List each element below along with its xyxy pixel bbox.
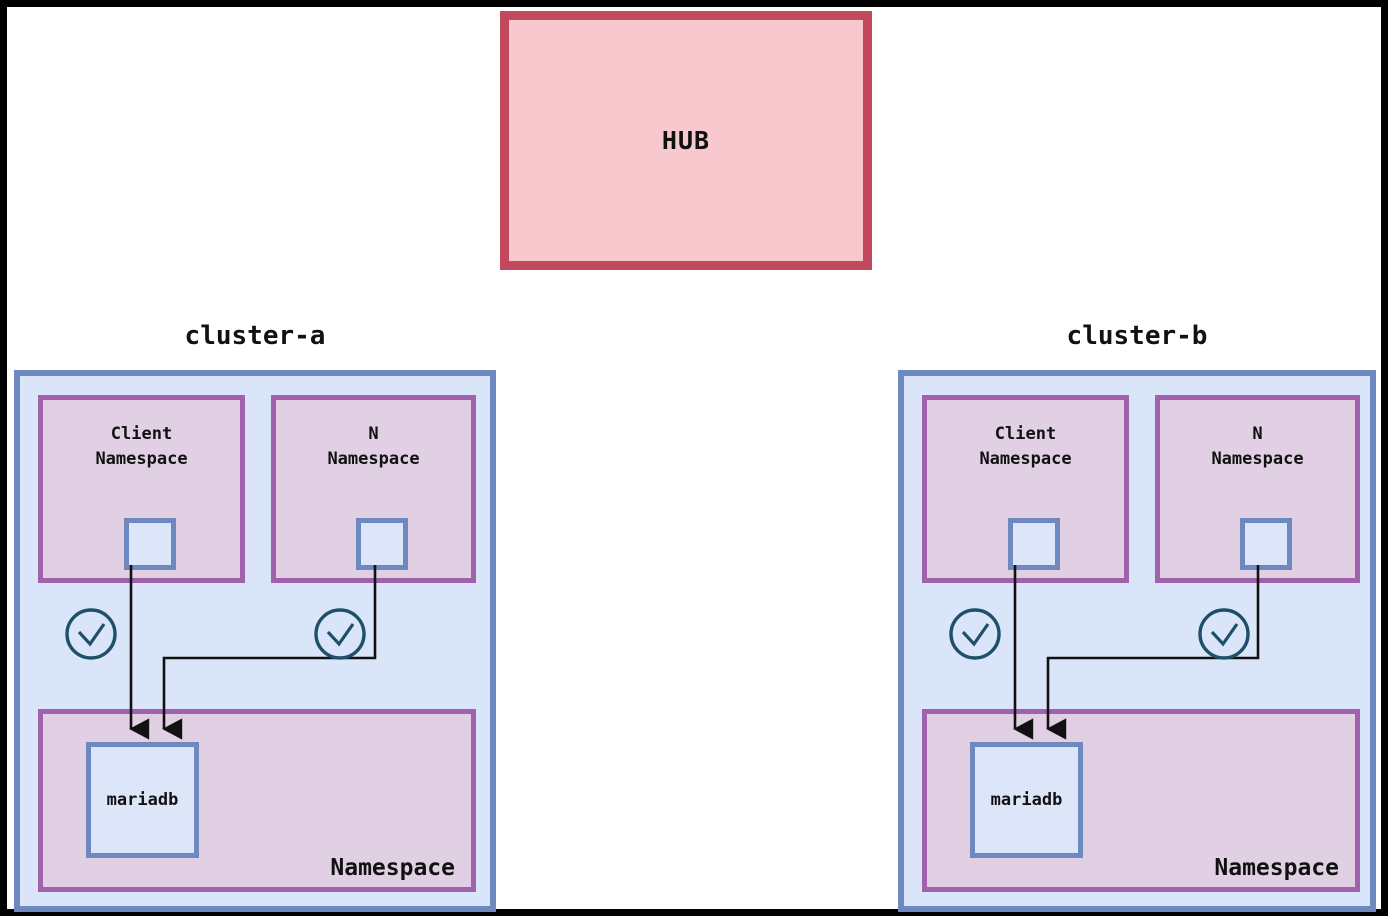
cluster-b-mariadb-pod[interactable]: mariadb [970, 742, 1083, 858]
cluster-b-namespace-bottom[interactable]: mariadb Namespace [922, 709, 1360, 892]
mariadb-label: mariadb [106, 790, 179, 810]
namespace-title: Client Namespace [979, 424, 1072, 469]
cluster-b-namespace-client[interactable]: Client Namespace [922, 395, 1129, 583]
pod-square-icon[interactable] [356, 518, 408, 570]
pod-square-icon[interactable] [1240, 518, 1292, 570]
cluster-a-namespace-client[interactable]: Client Namespace [38, 395, 245, 583]
namespace-title: Client Namespace [95, 424, 188, 469]
mariadb-label: mariadb [990, 790, 1063, 810]
namespace-label: Namespace [1214, 855, 1339, 881]
cluster-b-box[interactable]: Client Namespace N Namespace mariadb Nam… [898, 370, 1376, 912]
cluster-a-title: cluster-a [184, 321, 326, 351]
cluster-b-namespace-n[interactable]: N Namespace [1155, 395, 1360, 583]
pod-square-icon[interactable] [1008, 518, 1060, 570]
cluster-b-title: cluster-b [1066, 321, 1208, 351]
cluster-a-mariadb-pod[interactable]: mariadb [86, 742, 199, 858]
cluster-a-namespace-n[interactable]: N Namespace [271, 395, 476, 583]
namespace-title: N Namespace [1211, 424, 1304, 469]
pod-square-icon[interactable] [124, 518, 176, 570]
namespace-label: Namespace [330, 855, 455, 881]
cluster-a-box[interactable]: Client Namespace N Namespace mariadb Nam… [14, 370, 496, 912]
cluster-a-namespace-bottom[interactable]: mariadb Namespace [38, 709, 476, 892]
hub-label: HUB [661, 126, 711, 155]
diagram-canvas: HUB cluster-a cluster-b Client Namespace… [7, 7, 1381, 912]
namespace-title: N Namespace [327, 424, 420, 469]
hub-box[interactable]: HUB [500, 11, 872, 270]
